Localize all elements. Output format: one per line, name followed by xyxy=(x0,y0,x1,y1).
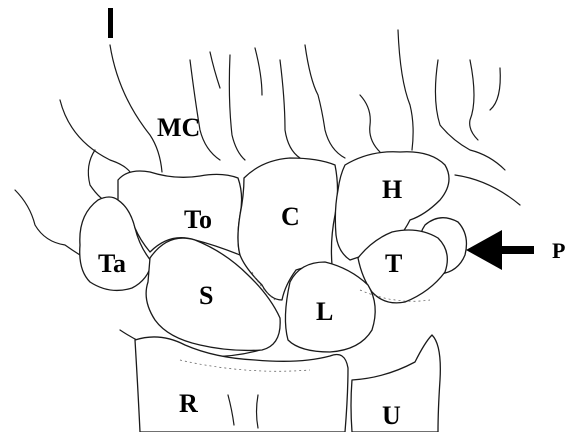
label-triquetrum: T xyxy=(385,249,402,278)
thumb-outline xyxy=(15,190,80,255)
label-metacarpals: MC xyxy=(157,113,200,142)
label-pisiform: P xyxy=(552,238,565,263)
label-radius: R xyxy=(179,389,198,418)
panel-marker-bar xyxy=(108,8,113,38)
label-trapezium: Ta xyxy=(98,249,126,278)
label-hamate: H xyxy=(382,175,402,204)
label-trapezoid: To xyxy=(184,205,212,234)
label-ulna: U xyxy=(382,401,401,430)
label-scaphoid: S xyxy=(199,281,213,310)
pisiform-arrow xyxy=(466,230,534,270)
label-lunate: L xyxy=(316,297,333,326)
label-capitate: C xyxy=(281,202,300,231)
